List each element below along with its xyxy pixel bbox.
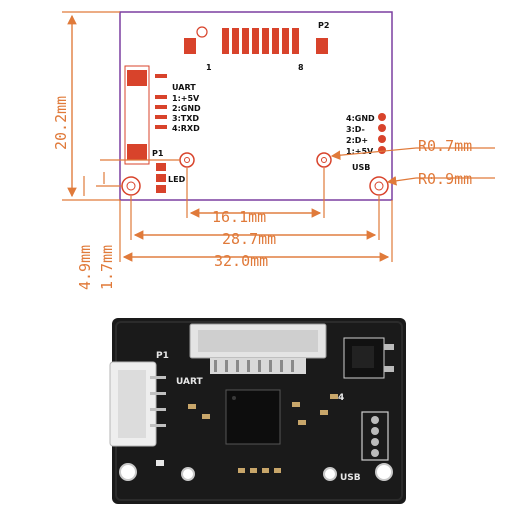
hole-large-left <box>121 176 141 196</box>
hole-small-left <box>179 152 195 168</box>
dim-outer-spacing: 28.7mm <box>222 230 276 248</box>
usb-pin-4: 4:GND <box>346 114 375 123</box>
hole-large-right <box>369 176 389 196</box>
uart-pin-4: 4:RXD <box>172 124 200 133</box>
photo-mounting-holes <box>119 463 393 481</box>
dim-small-hole-radius: R0.7mm <box>418 137 472 155</box>
dim-height: 20.2mm <box>52 96 70 150</box>
photo-led <box>156 460 164 466</box>
dim-inner-spacing: 16.1mm <box>212 208 266 226</box>
fpc-connector <box>189 323 327 374</box>
p2-label: P2 <box>318 21 329 30</box>
dim-large-hole-radius: R0.9mm <box>418 170 472 188</box>
p2-pin-last: 8 <box>298 63 304 72</box>
led-label: LED <box>168 175 186 184</box>
uart-pin-2: 2:GND <box>172 104 201 113</box>
jst-header <box>109 361 166 447</box>
hole-small-right <box>316 152 332 168</box>
header-p1: UART 1:+5V 2:GND 3:TXD 4:RXD P1 <box>124 65 201 165</box>
usb-header-pads <box>361 411 389 461</box>
uart-pin-1: 1:+5V <box>172 94 200 103</box>
regulator <box>343 337 394 379</box>
p2-pin-first: 1 <box>206 63 212 72</box>
usb-pins: 4:GND 3:D- 2:D+ 1:+5V USB <box>346 113 386 172</box>
usb-pin-1: 1:+5V <box>346 147 374 156</box>
uart-title: UART <box>172 83 196 92</box>
usb-pin-3: 3:D- <box>346 125 365 134</box>
silk-p1: P1 <box>156 351 169 361</box>
dimension-drawing: P2 1 8 UART 1:+5V 2:GND 3:TXD 4:RXD P1 <box>52 11 495 290</box>
board-outline <box>119 11 393 201</box>
dimension-lines <box>62 11 495 262</box>
dim-hole-offset-y: 4.9mm <box>76 245 94 290</box>
p1-label: P1 <box>152 149 164 158</box>
dim-hole-offset-y2: 1.7mm <box>98 245 116 290</box>
silk-usb: USB <box>340 473 361 483</box>
main-chip <box>225 389 281 445</box>
usb-label: USB <box>352 163 370 172</box>
dim-board-width: 32.0mm <box>214 252 268 270</box>
passives <box>188 394 338 473</box>
silk-pin4: 4 <box>338 393 344 403</box>
uart-pin-3: 3:TXD <box>172 114 199 123</box>
board-photo: P1 UART USB 4 <box>109 318 406 504</box>
led-pads: LED <box>156 163 186 193</box>
connector-p2: P2 1 8 <box>184 21 329 72</box>
silk-uart: UART <box>176 377 204 387</box>
usb-pin-2: 2:D+ <box>346 136 368 145</box>
